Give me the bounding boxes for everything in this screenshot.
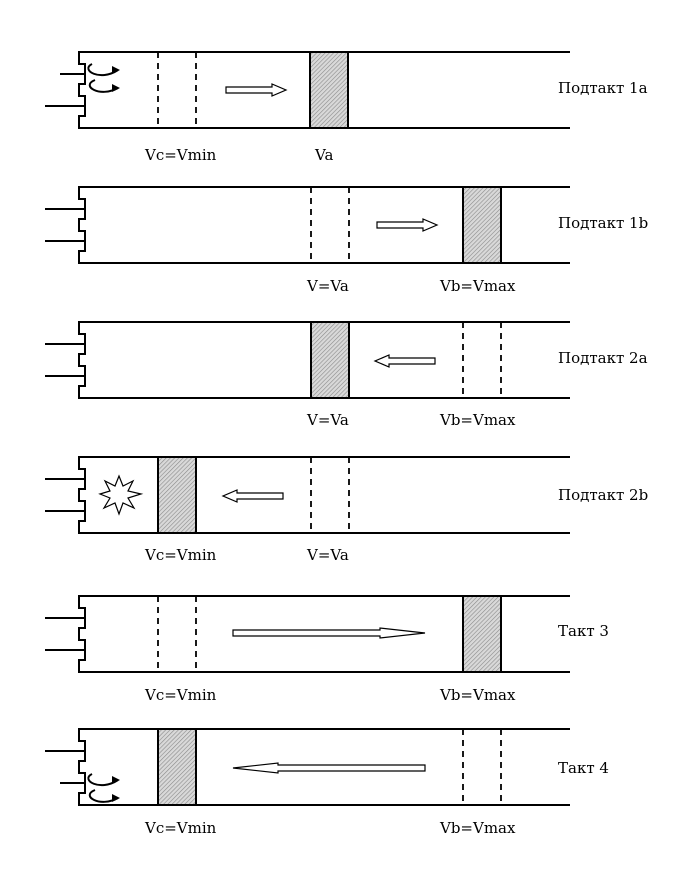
volume-label: Vc=Vmin (144, 546, 217, 564)
motion-arrow-right (225, 83, 288, 97)
volume-label: Vc=Vmin (144, 686, 217, 704)
stage-4: Vc=Vmin V=Va Подтакт 2b (45, 456, 648, 564)
piston (462, 595, 502, 673)
volume-label: V=Va (306, 277, 349, 295)
volume-label: Vc=Vmin (144, 819, 217, 837)
stage-5: Vc=Vmin Vb=Vmax Такт 3 (45, 595, 609, 704)
volume-label: V=Va (306, 546, 349, 564)
motion-arrow-left (232, 762, 426, 774)
stage-6: Vc=Vmin Vb=Vmax Такт 4 (45, 728, 609, 837)
stage-title: Подтакт 1b (558, 214, 648, 232)
cylinder-head (45, 595, 570, 673)
motion-arrow-right (232, 627, 426, 639)
volume-label: Vb=Vmax (439, 686, 516, 704)
spark-burst-icon (98, 474, 144, 516)
stage-title: Подтакт 1a (558, 79, 648, 97)
volume-label: V=Va (306, 411, 349, 429)
piston (309, 51, 349, 129)
swirl-arrows-icon (87, 63, 120, 93)
stage-title: Подтакт 2a (558, 349, 648, 367)
cylinder-head (45, 728, 570, 806)
piston (310, 321, 350, 399)
motion-arrow-right (376, 218, 439, 232)
piston (157, 456, 197, 534)
volume-label: Vb=Vmax (439, 277, 516, 295)
volume-label: Vb=Vmax (439, 819, 516, 837)
swirl-arrows-icon (87, 773, 120, 803)
volume-label: Vb=Vmax (439, 411, 516, 429)
cylinder-head (45, 186, 570, 264)
cylinder-head (45, 321, 570, 399)
stage-1: Vc=Vmin Va Подтакт 1a (45, 51, 648, 164)
volume-label: Vc=Vmin (144, 146, 217, 164)
volume-label: Va (314, 146, 333, 164)
motion-arrow-left (373, 354, 436, 368)
cylinder-head (45, 456, 570, 534)
piston (157, 728, 197, 806)
piston (462, 186, 502, 264)
stage-title: Такт 3 (558, 622, 609, 640)
stage-3: V=Va Vb=Vmax Подтакт 2a (45, 321, 648, 429)
stage-title: Подтакт 2b (558, 486, 648, 504)
cylinder-head (45, 51, 570, 129)
motion-arrow-left (221, 489, 284, 503)
stage-2: V=Va Vb=Vmax Подтакт 1b (45, 186, 648, 295)
stage-title: Такт 4 (558, 759, 609, 777)
